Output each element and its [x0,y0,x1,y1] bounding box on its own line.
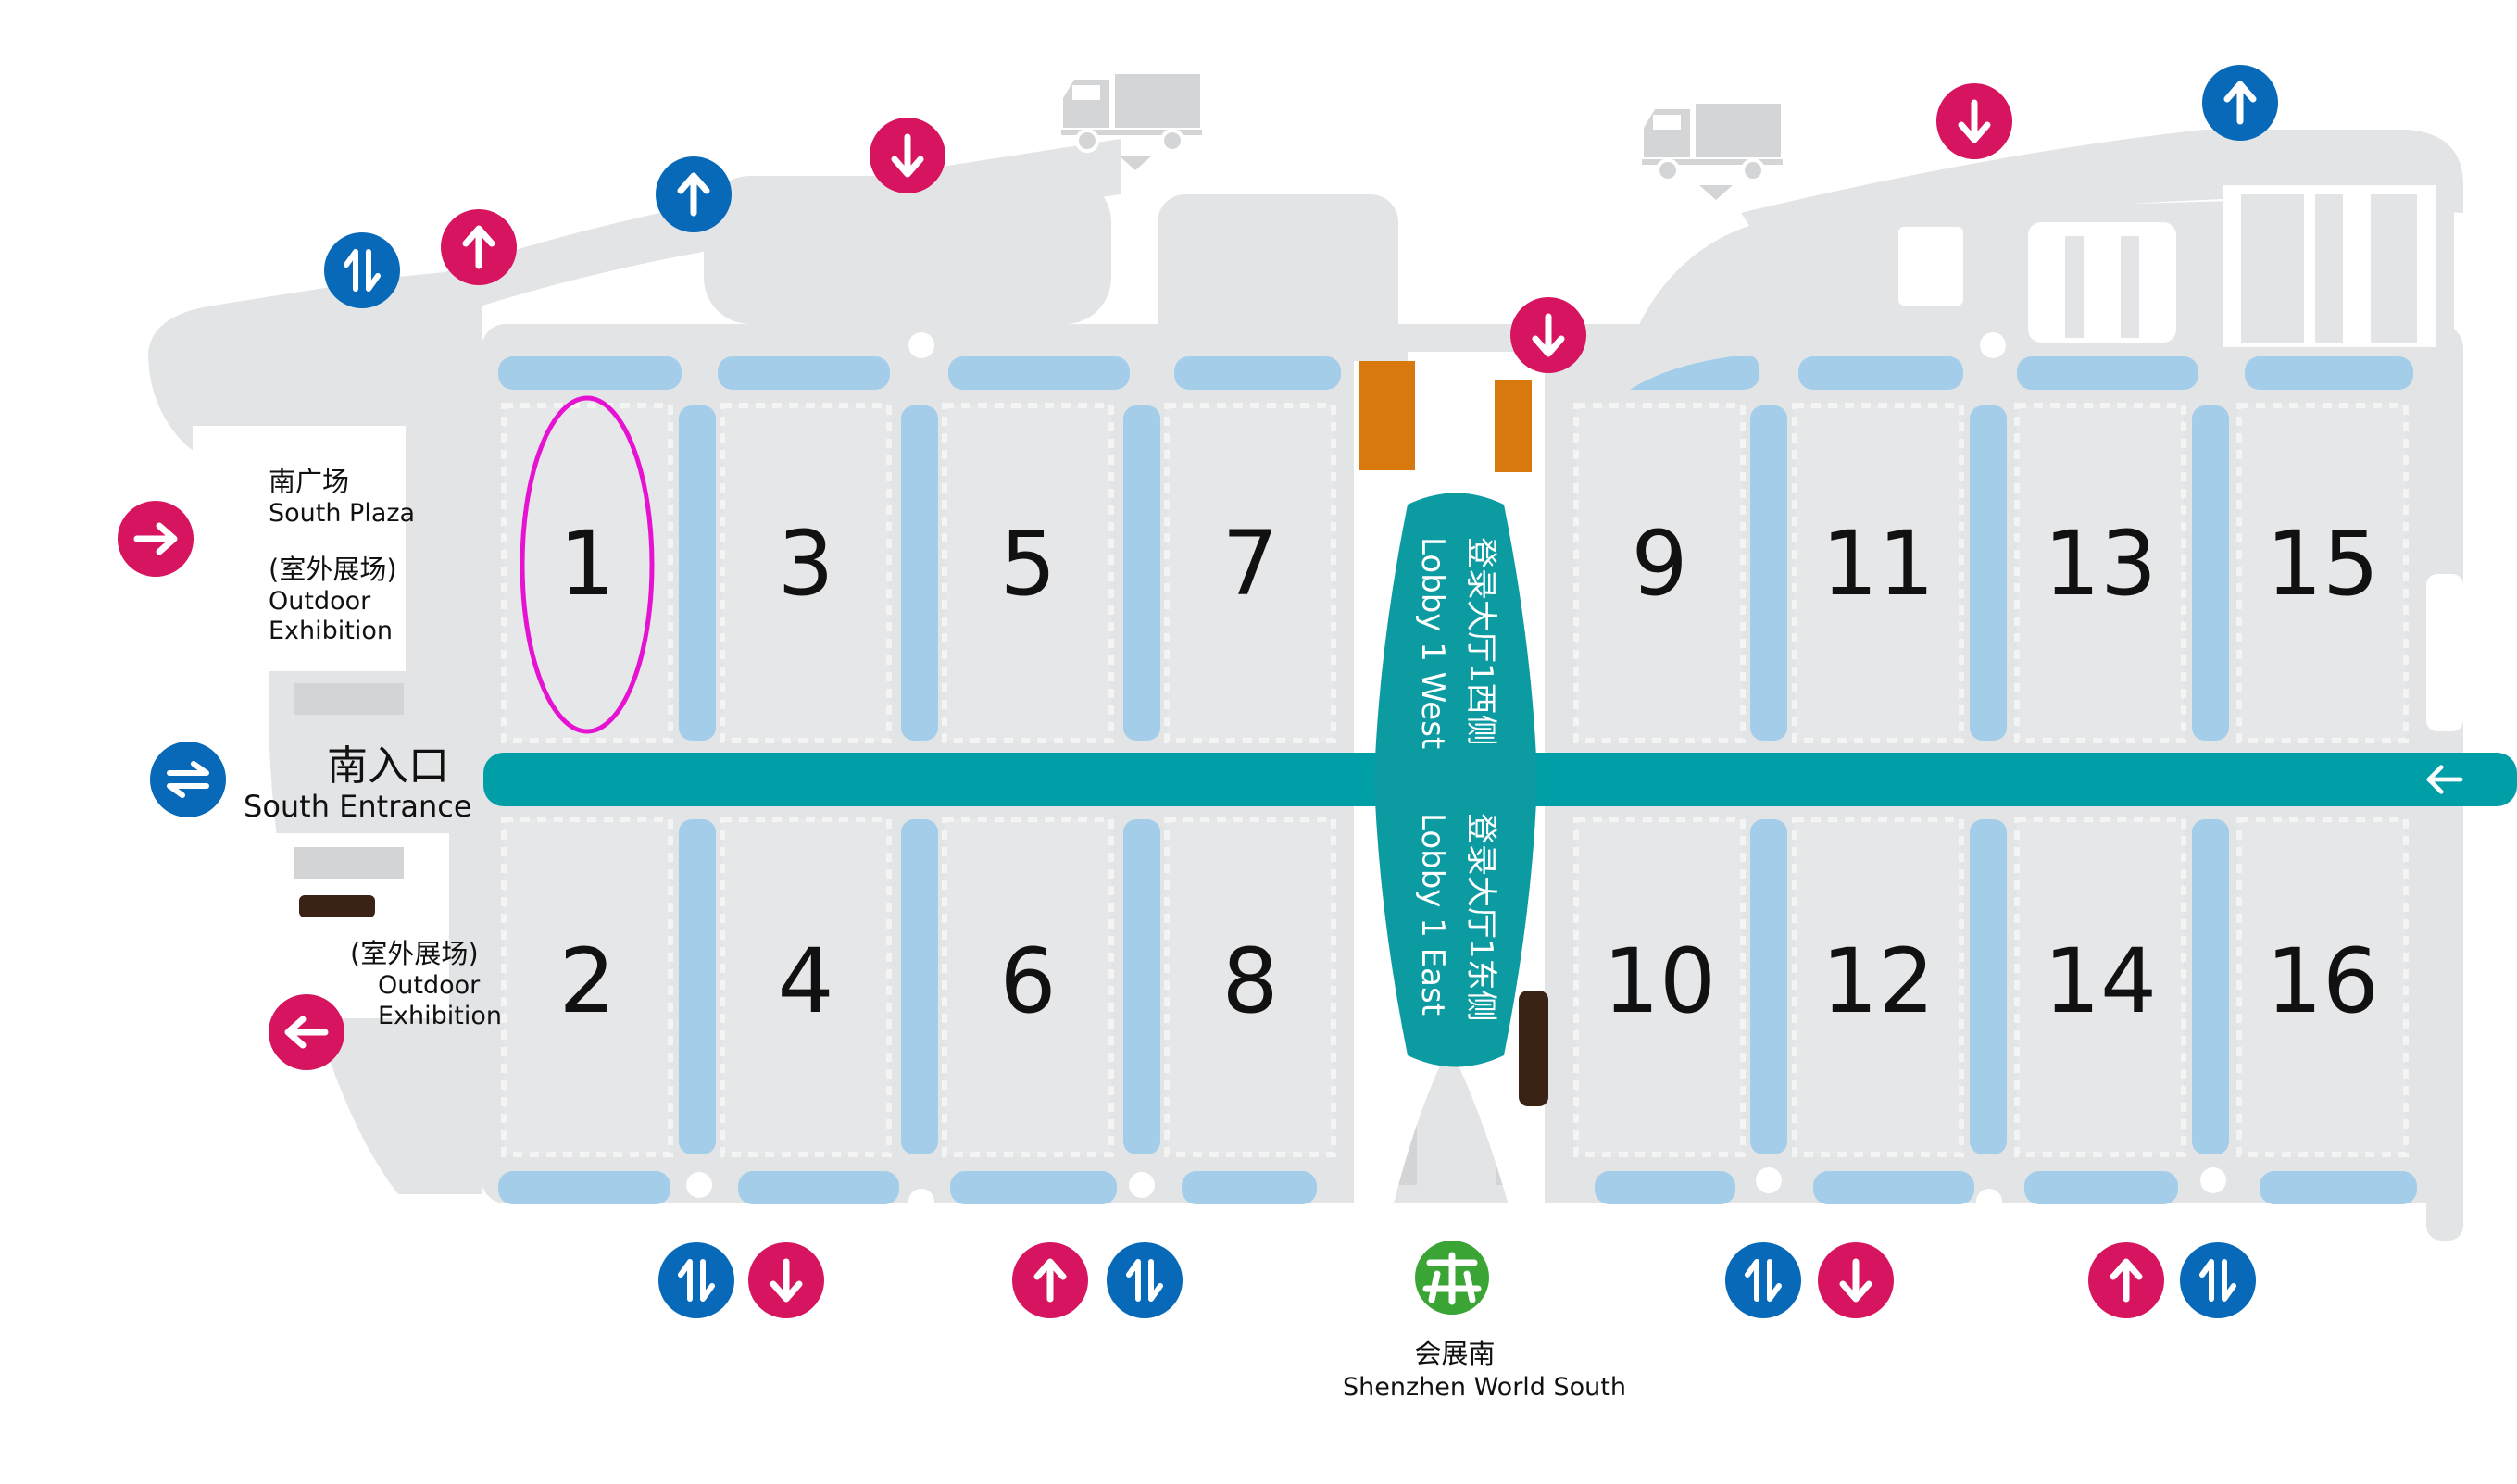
south-plaza-area [193,426,406,671]
hall-number: 16 [2266,929,2379,1033]
hall-6[interactable]: 6 [942,817,1114,1157]
hall-15[interactable]: 15 [2236,403,2409,743]
metro-station: 会展南 Shenzhen World South [1343,1241,1626,1402]
hall-11[interactable]: 11 [1792,403,1964,743]
hall-number: 10 [1603,929,1716,1033]
lobby-1-west-label: Lobby 1 West [1414,537,1451,749]
hall-9[interactable]: 9 [1573,403,1746,743]
up-down-arrows-icon [1725,1242,1801,1318]
hall-13[interactable]: 13 [2014,403,2186,743]
hall-block [1792,817,1964,1157]
up-down-arrows-icon [1107,1242,1183,1318]
up-down-arrows-icon [324,232,400,308]
hall-block [1573,817,1746,1157]
hall-number: 4 [777,929,833,1033]
orange-block-west [1359,361,1415,470]
hall-block [1164,403,1336,743]
hall-block [1164,817,1336,1157]
hall-number: 6 [999,929,1056,1033]
up-down-arrows-icon [658,1242,734,1318]
hall-number: 12 [1822,929,1935,1033]
dark-block-lobby [1519,991,1548,1106]
south-plaza-outdoor-en-1: Outdoor [269,587,371,616]
dark-block-south [299,895,375,917]
hall-4[interactable]: 4 [720,817,892,1157]
hall-number: 13 [2044,512,2157,616]
hall-block [1573,403,1746,743]
south-entrance-name-cn: 南入口 [327,742,449,790]
orange-block-east [1495,380,1532,472]
hall-7[interactable]: 7 [1164,403,1336,743]
hall-1[interactable]: 1 [501,403,673,743]
hall-block [1792,403,1964,743]
hall-8[interactable]: 8 [1164,817,1336,1157]
hall-14[interactable]: 14 [2014,817,2186,1157]
hall-block [942,403,1114,743]
hall-2[interactable]: 2 [501,817,673,1157]
hall-block [2014,403,2186,743]
hall-block [720,403,892,743]
hall-number: 1 [558,512,615,616]
hall-number: 9 [1631,512,1687,616]
hall-12[interactable]: 12 [1792,817,1964,1157]
hall-number: 5 [999,512,1056,616]
hall-number: 14 [2044,929,2157,1033]
hall-10[interactable]: 10 [1573,817,1746,1157]
left-right-arrows-icon [150,742,226,817]
lobby-1 [1374,493,1537,1067]
south-outdoor-en-2: Exhibition [378,1002,502,1030]
highlight-hall-1 [520,395,655,734]
hall-block [2236,817,2409,1157]
hall-number: 3 [777,512,833,616]
flow-arrow-left-icon [2426,765,2463,794]
hall-number: 7 [1221,512,1278,616]
south-plaza-name-cn: 南广场 [269,466,349,497]
metro-name-cn: 会展南 [1414,1338,1495,1369]
hall-number: 8 [1221,929,1278,1033]
truck-icon [1640,102,1784,202]
lobby-1-east-label: Lobby 1 East [1414,813,1451,1016]
south-plaza-outdoor-cn: (室外展场) [269,554,397,585]
hall-block [720,817,892,1157]
hall-16[interactable]: 16 [2236,817,2409,1157]
lobby-west-name-cn: 登录大厅1西侧 [1462,537,1499,746]
hall-number: 2 [558,929,615,1033]
hall-5[interactable]: 5 [942,403,1114,743]
south-entrance-name-en: South Entrance [244,789,472,824]
lobby-1-east-label-cn: 登录大厅1东侧 [1462,813,1499,1022]
hall-block [501,403,673,743]
hall-number: 11 [1822,512,1935,616]
hall-3[interactable]: 3 [720,403,892,743]
south-outdoor-cn: (室外展场) [350,938,479,969]
south-plaza-name-en: South Plaza [269,499,415,528]
lobby-east-name-cn: 登录大厅1东侧 [1462,813,1499,1022]
hall-corridors [498,356,2417,1204]
hall-block [501,817,673,1157]
hall-block [942,817,1114,1157]
south-outdoor-en-1: Outdoor [378,971,481,1000]
hall-number: 15 [2266,512,2379,616]
lobby-west-name-en: Lobby 1 West [1414,537,1451,749]
entry-exit-icons [118,65,2278,1318]
hall-block [2236,403,2409,743]
hall-block [2014,817,2186,1157]
up-down-arrows-icon [2180,1242,2256,1318]
south-plaza-outdoor-en-2: Exhibition [269,617,393,645]
metro-name-en: Shenzhen World South [1343,1373,1626,1402]
lobby-1-west-label-cn: 登录大厅1西侧 [1462,537,1499,746]
lobby-east-name-en: Lobby 1 East [1414,813,1451,1016]
